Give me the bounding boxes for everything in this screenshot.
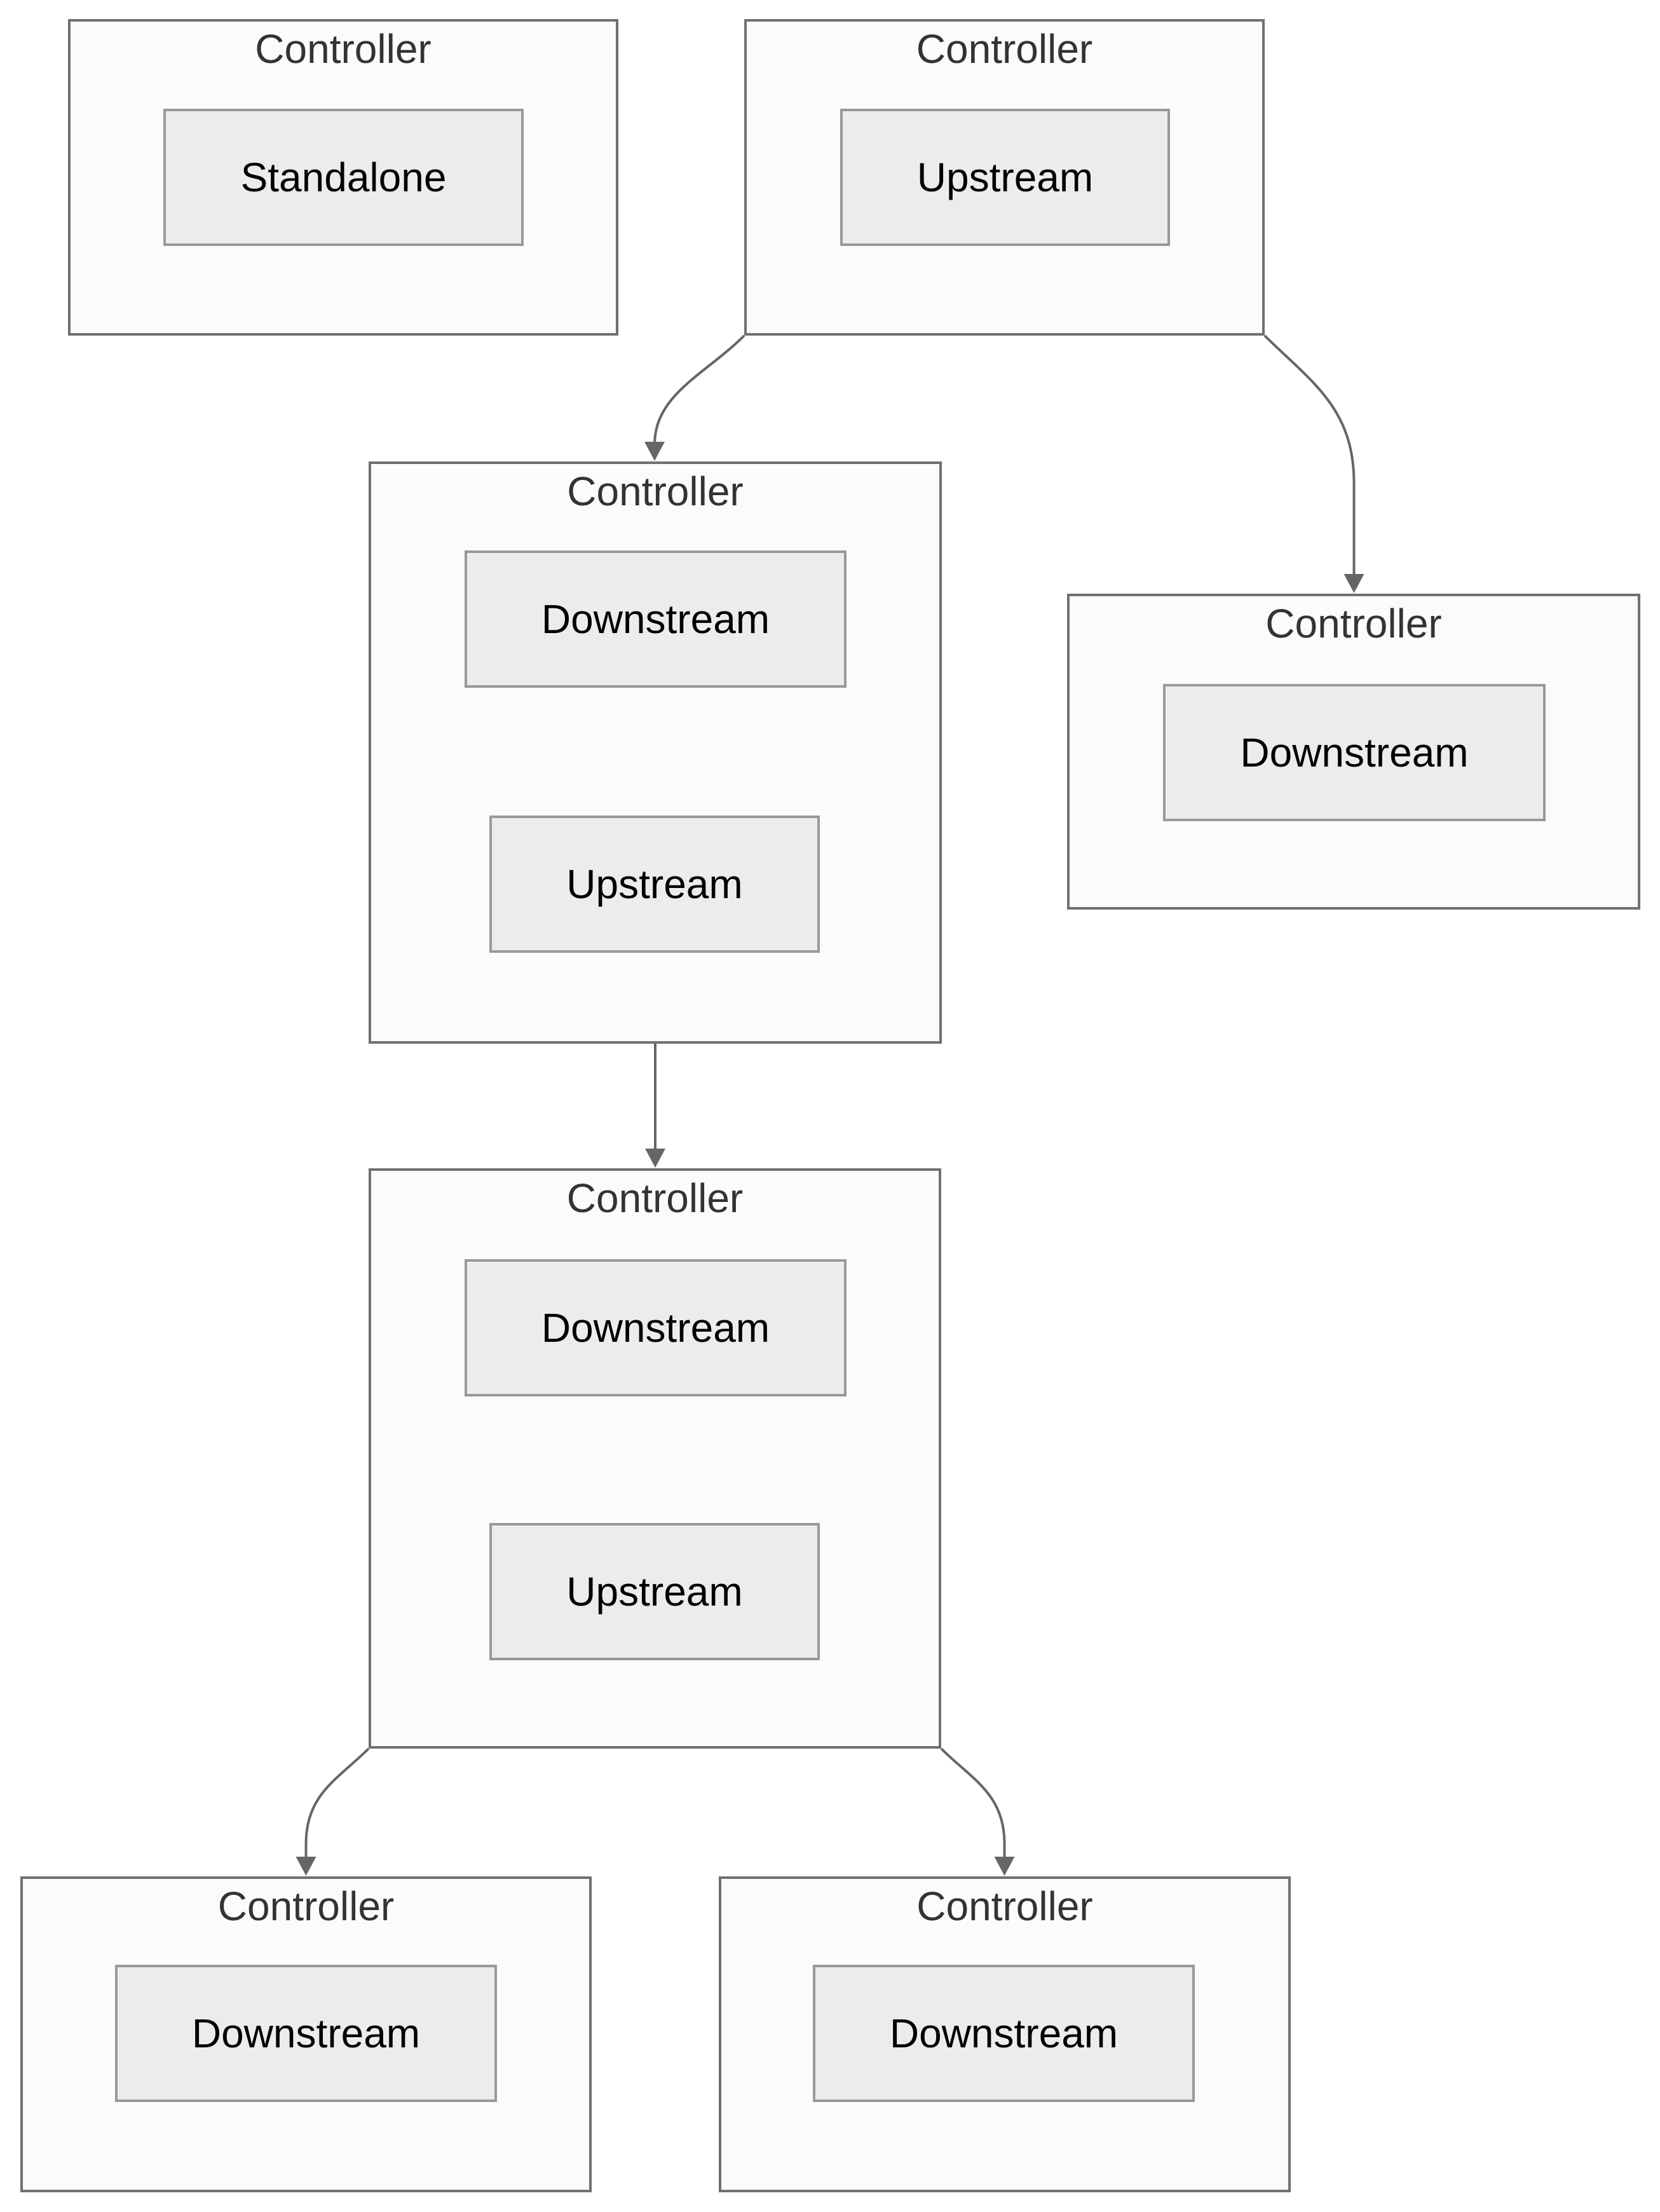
cluster-label: Controller (217, 1883, 395, 1929)
cluster-controller-lower-middle: Controller (369, 1168, 941, 1749)
cluster-label: Controller (1265, 601, 1442, 646)
arrowhead-e-to-f (296, 1857, 316, 1876)
edge-e-to-g (940, 1747, 1006, 1859)
cluster-label: Controller (255, 26, 432, 72)
cluster-label: Controller (916, 1883, 1093, 1929)
cluster-label: Controller (567, 468, 744, 514)
node-downstream: Downstream (1163, 684, 1546, 821)
node-downstream: Downstream (465, 550, 847, 688)
edge-b-to-d (1263, 334, 1356, 576)
node-upstream: Upstream (840, 109, 1170, 246)
cluster-controller-middle: Controller (369, 461, 942, 1044)
arrowhead-e-to-g (994, 1857, 1015, 1876)
cluster-label: Controller (566, 1175, 744, 1221)
arrowhead-c-to-e (645, 1149, 665, 1168)
node-upstream: Upstream (489, 1523, 820, 1660)
edge-b-to-c (653, 334, 745, 446)
edge-e-to-f (304, 1747, 370, 1859)
arrowhead-b-to-c (644, 442, 665, 461)
cluster-label: Controller (916, 26, 1093, 72)
arrowhead-b-to-d (1344, 574, 1364, 593)
node-downstream: Downstream (813, 1965, 1195, 2102)
node-downstream: Downstream (115, 1965, 497, 2102)
node-upstream: Upstream (489, 816, 820, 953)
node-standalone: Standalone (163, 109, 524, 246)
node-downstream: Downstream (465, 1259, 847, 1396)
